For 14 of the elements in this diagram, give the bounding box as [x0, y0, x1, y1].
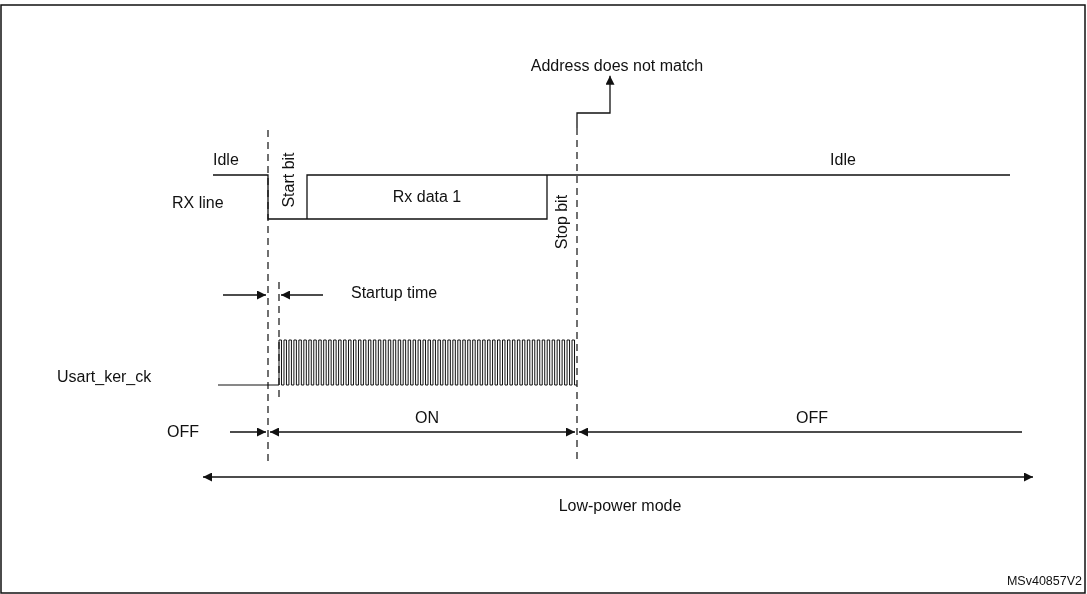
- signal-label: OFF: [796, 409, 828, 427]
- signal-label: Startup time: [351, 284, 438, 302]
- annotation-text: Address does not match: [530, 57, 704, 75]
- signal-label: ON: [415, 409, 439, 427]
- signal-label: Usart_ker_ck: [57, 368, 152, 386]
- signal-label: Idle: [830, 151, 856, 169]
- signal-label: Idle: [213, 151, 239, 169]
- signal-label: Low-power mode: [558, 497, 682, 515]
- arrow: [576, 75, 615, 129]
- signal-label: OFF: [167, 423, 199, 441]
- signal-label: RX line: [172, 194, 224, 212]
- signal-label: Rx data 1: [392, 188, 462, 206]
- signal-label: MSv40857V2: [1006, 575, 1082, 589]
- signal-label: Start bit: [280, 152, 298, 208]
